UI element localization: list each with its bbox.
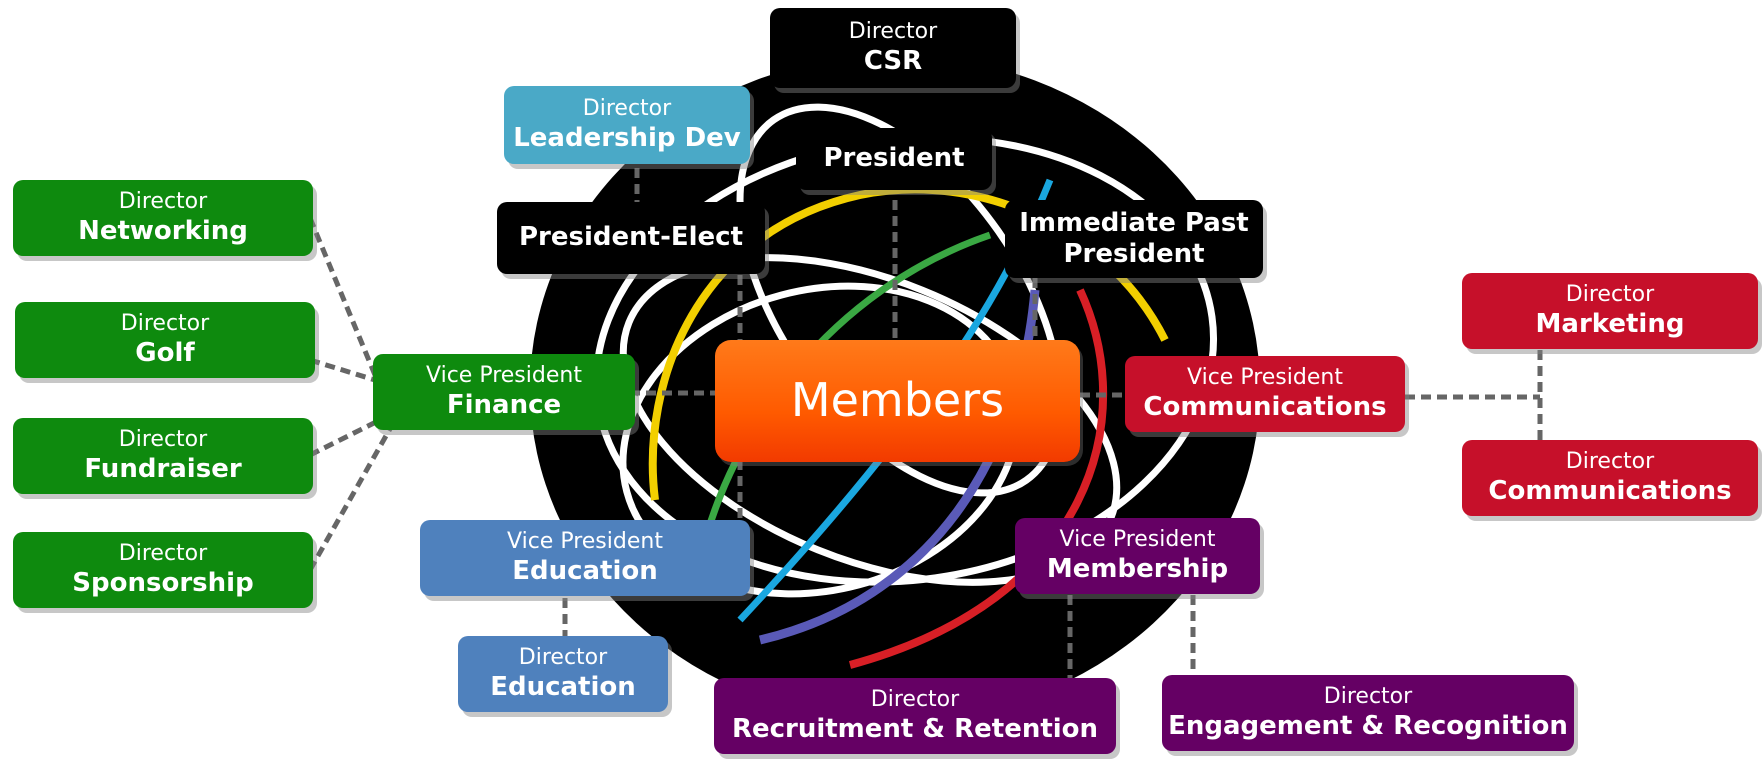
node-role: Director <box>118 541 208 567</box>
node-area: Sponsorship <box>72 567 254 598</box>
node-vp-communications[interactable]: Vice President Communications <box>1125 356 1405 432</box>
node-area: Education <box>490 671 636 702</box>
node-area: Marketing <box>1535 308 1685 339</box>
node-role: Director <box>118 189 208 215</box>
node-area: Leadership Dev <box>513 122 741 153</box>
members-label: Members <box>790 373 1005 428</box>
node-area: Golf <box>135 337 195 368</box>
node-role: Director <box>848 19 938 45</box>
node-area: Education <box>512 555 658 586</box>
node-director-sponsorship[interactable]: Director Sponsorship <box>13 532 313 608</box>
node-role: Director <box>1565 282 1655 308</box>
node-role: Director <box>870 687 960 713</box>
node-vp-education[interactable]: Vice President Education <box>420 520 750 596</box>
node-president[interactable]: President <box>796 128 992 190</box>
node-role: Vice President <box>1187 365 1343 391</box>
node-director-golf[interactable]: Director Golf <box>15 302 315 378</box>
node-director-education[interactable]: Director Education <box>458 636 668 712</box>
node-immediate-past-president[interactable]: Immediate Past President <box>1005 200 1263 278</box>
node-line1: Immediate Past <box>1019 207 1249 238</box>
node-director-recruitment-retention[interactable]: Director Recruitment & Retention <box>714 678 1116 754</box>
node-area: Recruitment & Retention <box>731 713 1099 744</box>
node-area: Networking <box>78 215 248 246</box>
node-role: Director <box>120 311 210 337</box>
node-vp-membership[interactable]: Vice President Membership <box>1015 518 1260 594</box>
node-area: Engagement & Recognition <box>1168 710 1568 741</box>
node-role: Vice President <box>507 529 663 555</box>
node-role: Vice President <box>426 363 582 389</box>
node-role: Vice President <box>1059 527 1216 553</box>
globe-red-ring <box>848 288 1108 669</box>
node-area: Membership <box>1046 553 1229 584</box>
node-role: Director <box>1565 449 1655 475</box>
node-president-elect[interactable]: President-Elect <box>497 202 765 274</box>
node-area: Communications <box>1488 475 1732 506</box>
connector-lines <box>307 168 1543 678</box>
node-area: President-Elect <box>518 222 744 253</box>
node-area: President <box>823 143 965 174</box>
node-director-engagement-recognition[interactable]: Director Engagement & Recognition <box>1162 675 1574 751</box>
node-role: Director <box>518 645 608 671</box>
node-role: Director <box>118 427 208 453</box>
node-vp-finance[interactable]: Vice President Finance <box>373 354 635 430</box>
node-area: Communications <box>1143 391 1387 422</box>
node-director-leadership-dev[interactable]: Director Leadership Dev <box>504 86 750 164</box>
node-area: Finance <box>446 389 562 420</box>
node-director-csr[interactable]: Director CSR <box>770 8 1016 88</box>
node-director-marketing[interactable]: Director Marketing <box>1462 273 1758 349</box>
node-director-fundraiser[interactable]: Director Fundraiser <box>13 418 313 494</box>
node-members[interactable]: Members <box>715 340 1080 462</box>
node-director-communications[interactable]: Director Communications <box>1462 440 1758 516</box>
node-role: Director <box>582 96 672 122</box>
node-role: Director <box>1323 684 1413 710</box>
node-director-networking[interactable]: Director Networking <box>13 180 313 256</box>
node-area: CSR <box>863 45 923 76</box>
node-area: Fundraiser <box>84 453 242 484</box>
node-line2: President <box>1063 239 1205 269</box>
